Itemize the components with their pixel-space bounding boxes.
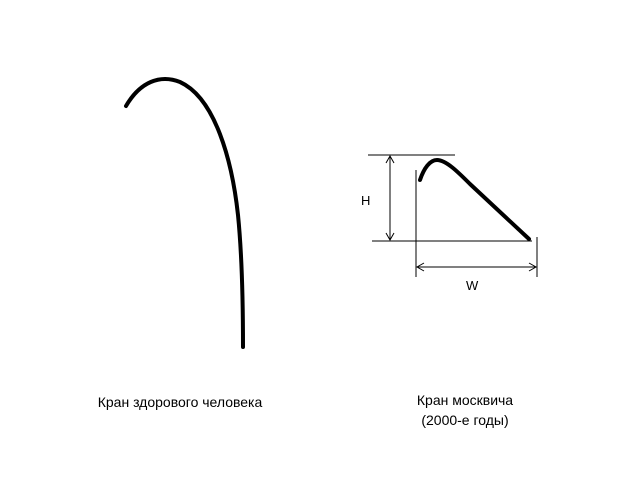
moscow-caption-line-2: (2000-е годы) — [421, 412, 509, 428]
width-arrow-left — [415, 262, 425, 272]
height-arrow-bottom — [385, 232, 395, 242]
healthy-faucet-curve — [124, 77, 245, 349]
moscow-faucet-caption: Кран москвича (2000-е годы) — [370, 390, 560, 430]
width-label: W — [466, 278, 479, 293]
width-arrow-right — [528, 262, 538, 272]
moscow-caption-line-1: Кран москвича — [416, 392, 514, 408]
moscow-faucet-curve — [418, 158, 531, 241]
height-label: H — [361, 193, 371, 208]
healthy-faucet-caption: Кран здорового человека — [97, 394, 263, 410]
height-arrow-top — [385, 154, 395, 164]
